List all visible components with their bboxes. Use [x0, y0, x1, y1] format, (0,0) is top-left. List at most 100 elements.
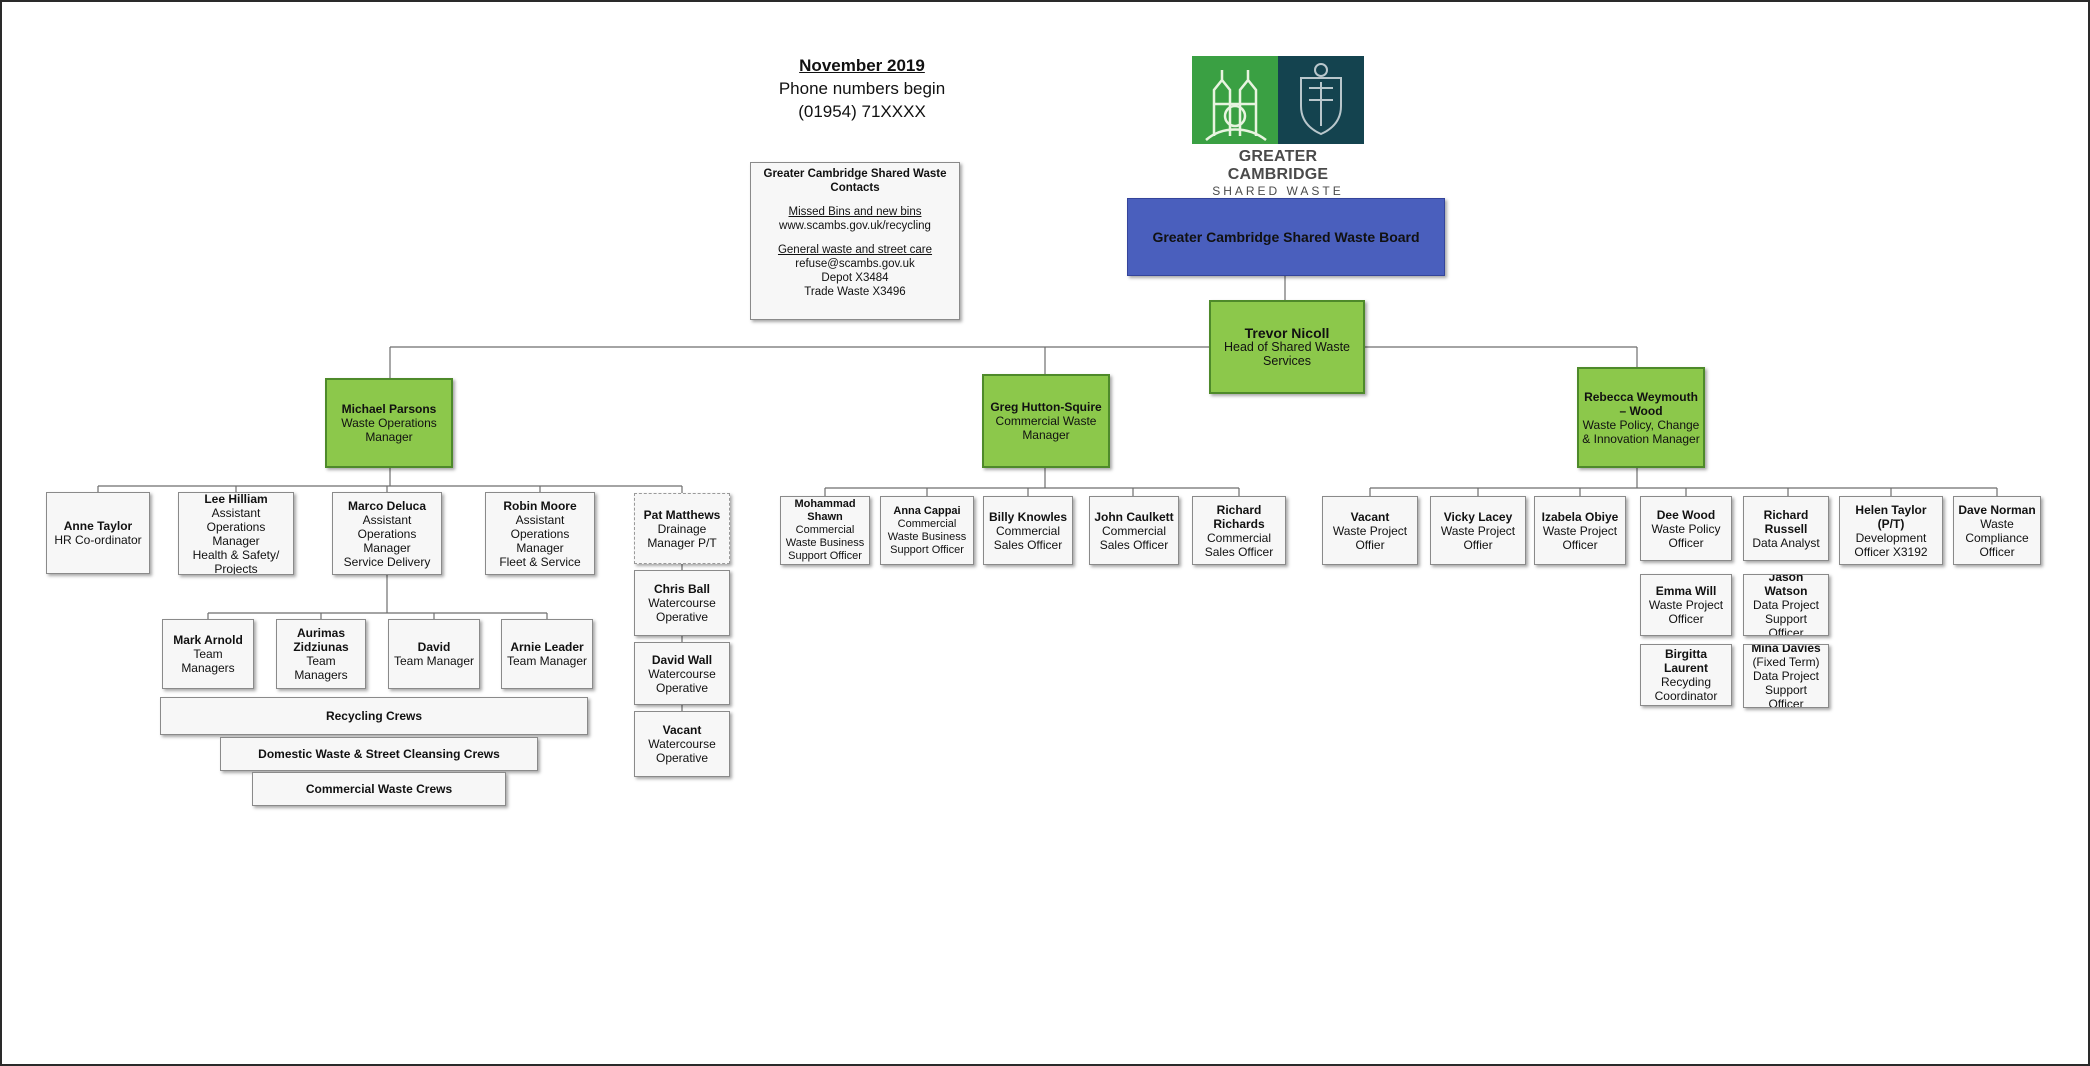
- staff-richard-russell: Richard Russell Data Analyst: [1743, 496, 1829, 561]
- staff-name: Izabela Obiye: [1541, 509, 1619, 524]
- policy-manager-name: Rebecca Weymouth – Wood: [1584, 389, 1698, 418]
- logo-title: GREATER CAMBRIDGE: [1227, 148, 1329, 183]
- operations-manager-box: Michael Parsons Waste Operations Manager: [325, 378, 453, 468]
- contacts-section-general: General waste and street care: [777, 244, 933, 256]
- staff-name: Robin Moore: [503, 498, 577, 513]
- staff-role: Commercial Sales Officer: [1099, 523, 1169, 552]
- logo-crest-icon: [1278, 56, 1364, 144]
- commercial-manager-box: Greg Hutton-Squire Commercial Waste Mana…: [982, 374, 1110, 468]
- staff-dee-wood: Dee Wood Waste Policy Officer: [1640, 496, 1732, 561]
- operations-manager-role: Waste Operations Manager: [341, 416, 437, 444]
- staff-role: Team Managers: [294, 654, 348, 682]
- commercial-manager-name: Greg Hutton-Squire: [990, 400, 1102, 414]
- contacts-box: Greater Cambridge Shared Waste Contacts …: [750, 162, 960, 320]
- staff-role: Assistant Operations Manager: [357, 512, 417, 555]
- staff-aurimas-zidziunas: Aurimas Zidziunas Team Managers: [276, 619, 366, 689]
- head-of-service-box: Trevor Nicoll Head of Shared Waste Servi…: [1209, 300, 1365, 394]
- staff-richard-richards: Richard Richards Commercial Sales Office…: [1192, 496, 1286, 565]
- staff-name: Vacant: [662, 723, 702, 737]
- commercial-manager-role: Commercial Waste Manager: [995, 414, 1097, 442]
- staff-name: David Wall: [651, 652, 713, 667]
- contacts-email: refuse@scambs.gov.uk: [795, 258, 915, 270]
- shared-waste-board-box: Greater Cambridge Shared Waste Board: [1127, 198, 1445, 276]
- staff-name: Chris Ball: [653, 582, 710, 596]
- staff-name: Mohammad Shawn: [794, 498, 856, 523]
- header-date: November 2019: [799, 56, 925, 75]
- staff-name: Marco Deluca: [347, 498, 427, 513]
- staff-chris-ball: Chris Ball Watercourse Operative: [634, 570, 730, 636]
- staff-pat-matthews: Pat Matthews Drainage Manager P/T: [634, 493, 730, 564]
- staff-name: Richard Russell: [1763, 507, 1809, 536]
- staff-role: Commercial Sales Officer: [1204, 530, 1274, 559]
- staff-name: Helen Taylor (P/T): [1855, 502, 1927, 531]
- contacts-depot: Depot X3484: [821, 272, 889, 284]
- logo-cathedral-icon: [1192, 56, 1278, 144]
- staff-role: Team Manager: [506, 654, 588, 668]
- staff-role: Watercourse Operative: [648, 596, 716, 624]
- logo-mark: [1192, 56, 1364, 144]
- staff-role: Assistant Operations Manager: [510, 512, 570, 555]
- staff-role-detail: Health & Safety/ Projects: [192, 547, 280, 575]
- staff-role: Team Manager: [393, 654, 475, 668]
- staff-role: Team Managers: [181, 647, 235, 675]
- crew-name: Domestic Waste & Street Cleansing Crews: [258, 747, 500, 761]
- crew-name: Commercial Waste Crews: [305, 782, 453, 796]
- staff-jason-watson: Jason Watson Data Project Support Office…: [1743, 574, 1829, 636]
- staff-david-wall: David Wall Watercourse Operative: [634, 642, 730, 705]
- staff-name: David: [417, 640, 451, 654]
- staff-mina-davies: Mina Davies (Fixed Term) Data Project Su…: [1743, 644, 1829, 708]
- staff-role: Watercourse Operative: [648, 737, 716, 765]
- staff-role: HR Co-ordinator: [54, 533, 142, 547]
- staff-name: Pat Matthews: [643, 507, 721, 522]
- crew-domestic-street-cleansing: Domestic Waste & Street Cleansing Crews: [220, 737, 538, 771]
- contacts-recycling-url: www.scambs.gov.uk/recycling: [779, 220, 931, 232]
- staff-role: Commercial Waste Business Support Office…: [887, 517, 967, 556]
- staff-role: Assistant Operations Manager: [206, 505, 266, 548]
- staff-anna-cappai: Anna Cappai Commercial Waste Business Su…: [880, 496, 974, 565]
- staff-robin-moore: Robin Moore Assistant Operations Manager…: [485, 492, 595, 575]
- board-name: Greater Cambridge Shared Waste Board: [1152, 229, 1420, 245]
- staff-emma-will: Emma Will Waste Project Officer: [1640, 574, 1732, 636]
- staff-david: David Team Manager: [388, 619, 480, 689]
- staff-role: Commercial Sales Officer: [993, 523, 1063, 552]
- staff-name: Anna Cappai: [893, 504, 961, 517]
- staff-lee-hilliam: Lee Hilliam Assistant Operations Manager…: [178, 492, 294, 575]
- header-phone-intro: Phone numbers begin: [778, 79, 946, 98]
- staff-izabela-obiye: Izabela Obiye Waste Project Officer: [1534, 496, 1626, 565]
- staff-role: Development Officer X3192: [1854, 530, 1928, 559]
- staff-name: Richard Richards: [1213, 502, 1265, 531]
- crew-commercial: Commercial Waste Crews: [252, 772, 506, 806]
- staff-billy-knowles: Billy Knowles Commercial Sales Officer: [983, 496, 1073, 565]
- staff-helen-taylor: Helen Taylor (P/T) Development Officer X…: [1839, 496, 1943, 565]
- staff-name: Dave Norman: [1958, 502, 2036, 517]
- logo: GREATER CAMBRIDGE SHARED WASTE: [1192, 56, 1364, 198]
- staff-role: Commercial Waste Business Support Office…: [785, 524, 865, 562]
- staff-role: Waste Project Offier: [1440, 523, 1516, 552]
- staff-name: Mina Davies: [1751, 644, 1821, 655]
- staff-role: (Fixed Term) Data Project Support Office…: [1752, 655, 1820, 708]
- staff-role: Drainage Manager P/T: [647, 521, 717, 550]
- staff-mohammad-shawn: Mohammad Shawn Commercial Waste Business…: [780, 496, 870, 565]
- header-note: November 2019 Phone numbers begin (01954…: [742, 54, 982, 123]
- policy-manager-role: Waste Policy, Change & Innovation Manage…: [1582, 417, 1700, 446]
- staff-name: Mark Arnold: [173, 633, 243, 647]
- policy-manager-box: Rebecca Weymouth – Wood Waste Policy, Ch…: [1577, 367, 1705, 468]
- staff-arnie-leader: Arnie Leader Team Manager: [501, 619, 593, 689]
- staff-name: Jason Watson: [1764, 574, 1808, 598]
- staff-name: Dee Wood: [1656, 507, 1716, 522]
- staff-name: Aurimas Zidziunas: [293, 626, 349, 654]
- contacts-title: Greater Cambridge Shared Waste Contacts: [763, 168, 947, 194]
- staff-name: Lee Hilliam: [204, 492, 268, 506]
- staff-name: Vicky Lacey: [1443, 509, 1513, 524]
- staff-john-caulkett: John Caulkett Commercial Sales Officer: [1089, 496, 1179, 565]
- staff-role: Watercourse Operative: [648, 666, 716, 695]
- staff-role-detail: Fleet & Service: [499, 554, 581, 569]
- staff-vacant-watercourse: Vacant Watercourse Operative: [634, 711, 730, 777]
- contacts-trade-waste: Trade Waste X3496: [804, 286, 906, 298]
- staff-role: Waste Policy Officer: [1651, 521, 1721, 550]
- staff-anne-taylor: Anne Taylor HR Co-ordinator: [46, 492, 150, 574]
- staff-dave-norman: Dave Norman Waste Compliance Officer: [1953, 496, 2041, 565]
- staff-vacant-project: Vacant Waste Project Offier: [1322, 496, 1418, 565]
- staff-name: Emma Will: [1655, 584, 1717, 598]
